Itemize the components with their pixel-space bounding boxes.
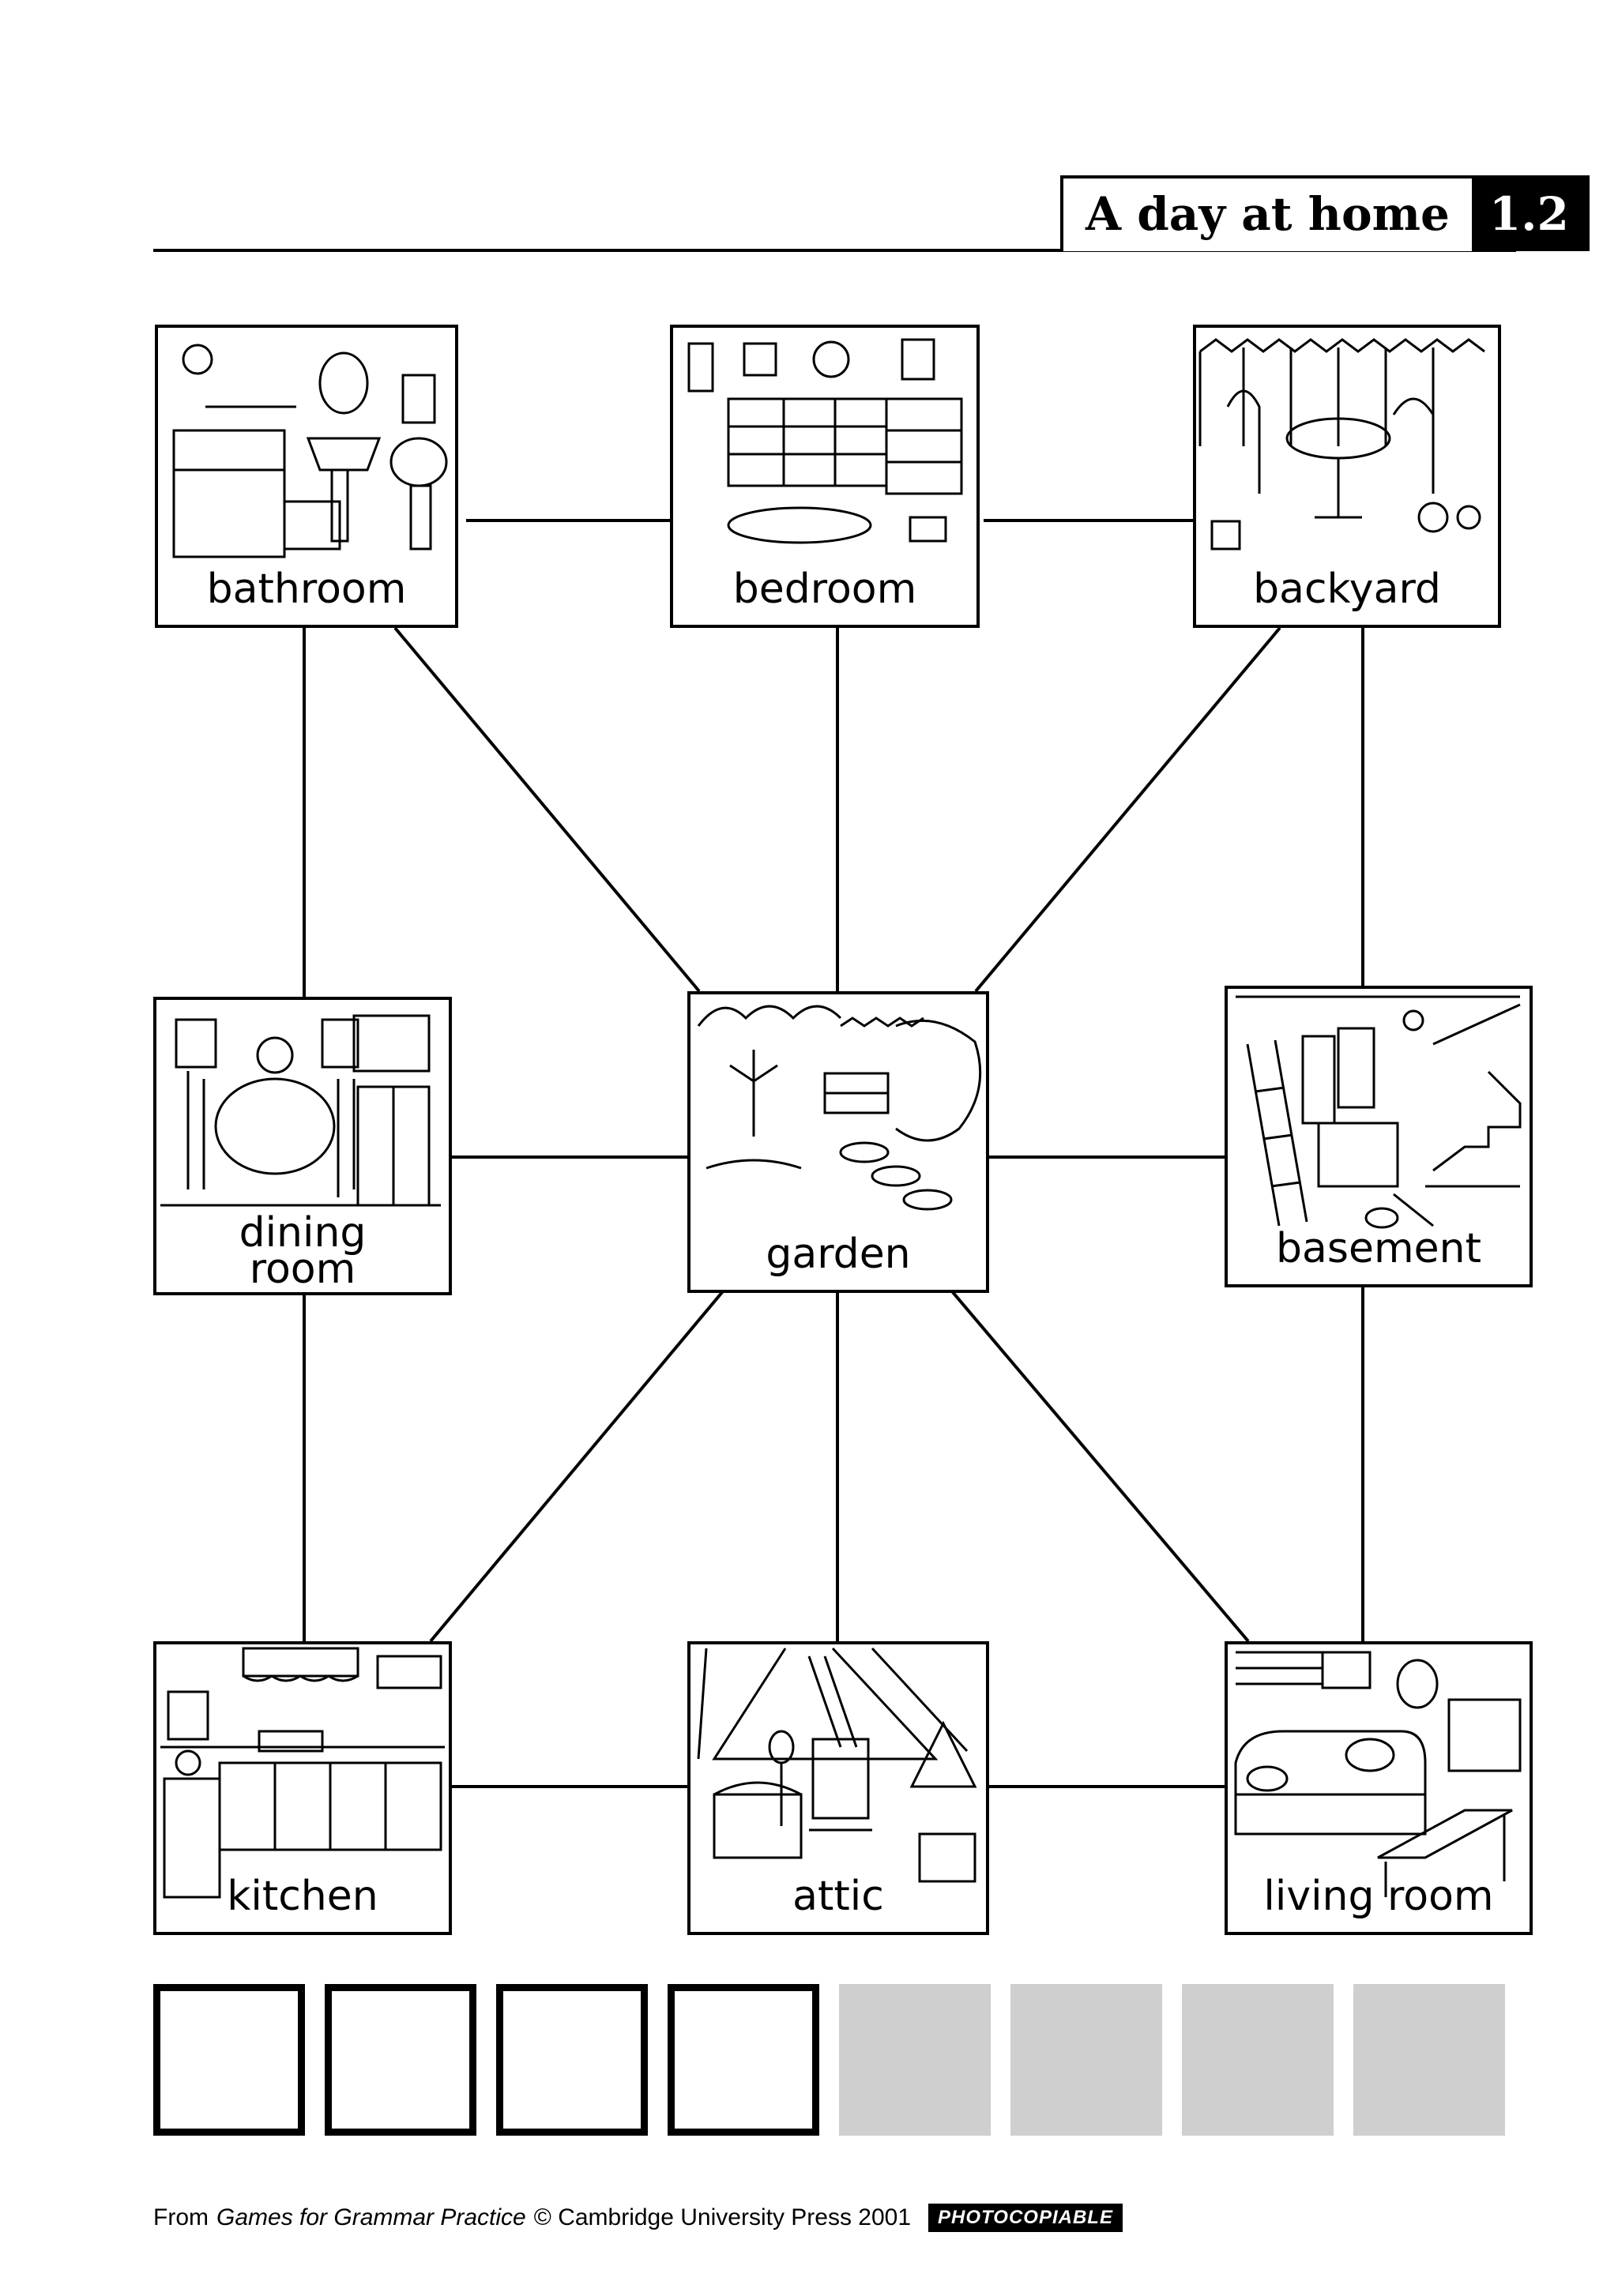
garden-illustration [697, 1005, 982, 1211]
footer-copyright: © Cambridge University Press 2001 [533, 2204, 912, 2230]
room-label-basement: basement [1276, 1225, 1481, 1272]
basement-illustration [1236, 995, 1522, 1229]
line-bathroom-garden [393, 626, 701, 993]
footer-book-title: Games for Grammar Practice [216, 2204, 526, 2230]
bathroom-illustration [172, 344, 448, 558]
room-label-bedroom: bedroom [732, 566, 917, 613]
line-backyard-garden [974, 626, 1281, 993]
living-room-illustration [1234, 1651, 1522, 1897]
line-garden-living [950, 1290, 1250, 1643]
room-card-backyard: backyard [1193, 325, 1501, 628]
title-box: A day at home 1.2 [1060, 175, 1590, 251]
room-card-living-room: living room [1225, 1641, 1533, 1935]
room-label-dining-room: dining room [239, 1209, 367, 1293]
room-card-dining-room: dining room [153, 997, 452, 1295]
room-label-living-room: living room [1263, 1873, 1494, 1920]
room-label-garden: garden [766, 1231, 911, 1278]
bedroom-illustration [687, 338, 963, 544]
score-slot-5 [839, 1984, 991, 2136]
room-label-backyard: backyard [1253, 566, 1441, 613]
score-slot-1 [153, 1984, 305, 2136]
dining-room-illustration [160, 1014, 441, 1207]
footer: From Games for Grammar Practice © Cambri… [153, 2204, 1123, 2232]
score-slot-4 [668, 1984, 819, 2136]
unit-number: 1.2 [1471, 178, 1586, 251]
kitchen-illustration [160, 1647, 445, 1899]
page-title: A day at home [1063, 178, 1472, 251]
room-card-kitchen: kitchen [153, 1641, 452, 1935]
room-card-bedroom: bedroom [670, 325, 980, 628]
photocopiable-badge: PHOTOCOPIABLE [928, 2204, 1123, 2232]
score-slot-3 [496, 1984, 648, 2136]
room-card-basement: basement [1225, 986, 1533, 1287]
attic-illustration [697, 1647, 977, 1883]
footer-prefix: From [153, 2204, 209, 2230]
line-garden-kitchen [429, 1290, 724, 1643]
score-slot-7 [1182, 1984, 1334, 2136]
room-label-attic: attic [792, 1873, 884, 1920]
room-card-garden: garden [687, 991, 989, 1293]
score-slot-6 [1010, 1984, 1162, 2136]
backyard-illustration [1198, 338, 1485, 551]
score-slot-2 [325, 1984, 476, 2136]
room-card-attic: attic [687, 1641, 989, 1935]
room-card-bathroom: bathroom [155, 325, 458, 628]
room-label-kitchen: kitchen [227, 1873, 378, 1920]
header-rule [153, 249, 1516, 252]
room-label-bathroom: bathroom [206, 566, 407, 613]
score-slot-8 [1353, 1984, 1505, 2136]
